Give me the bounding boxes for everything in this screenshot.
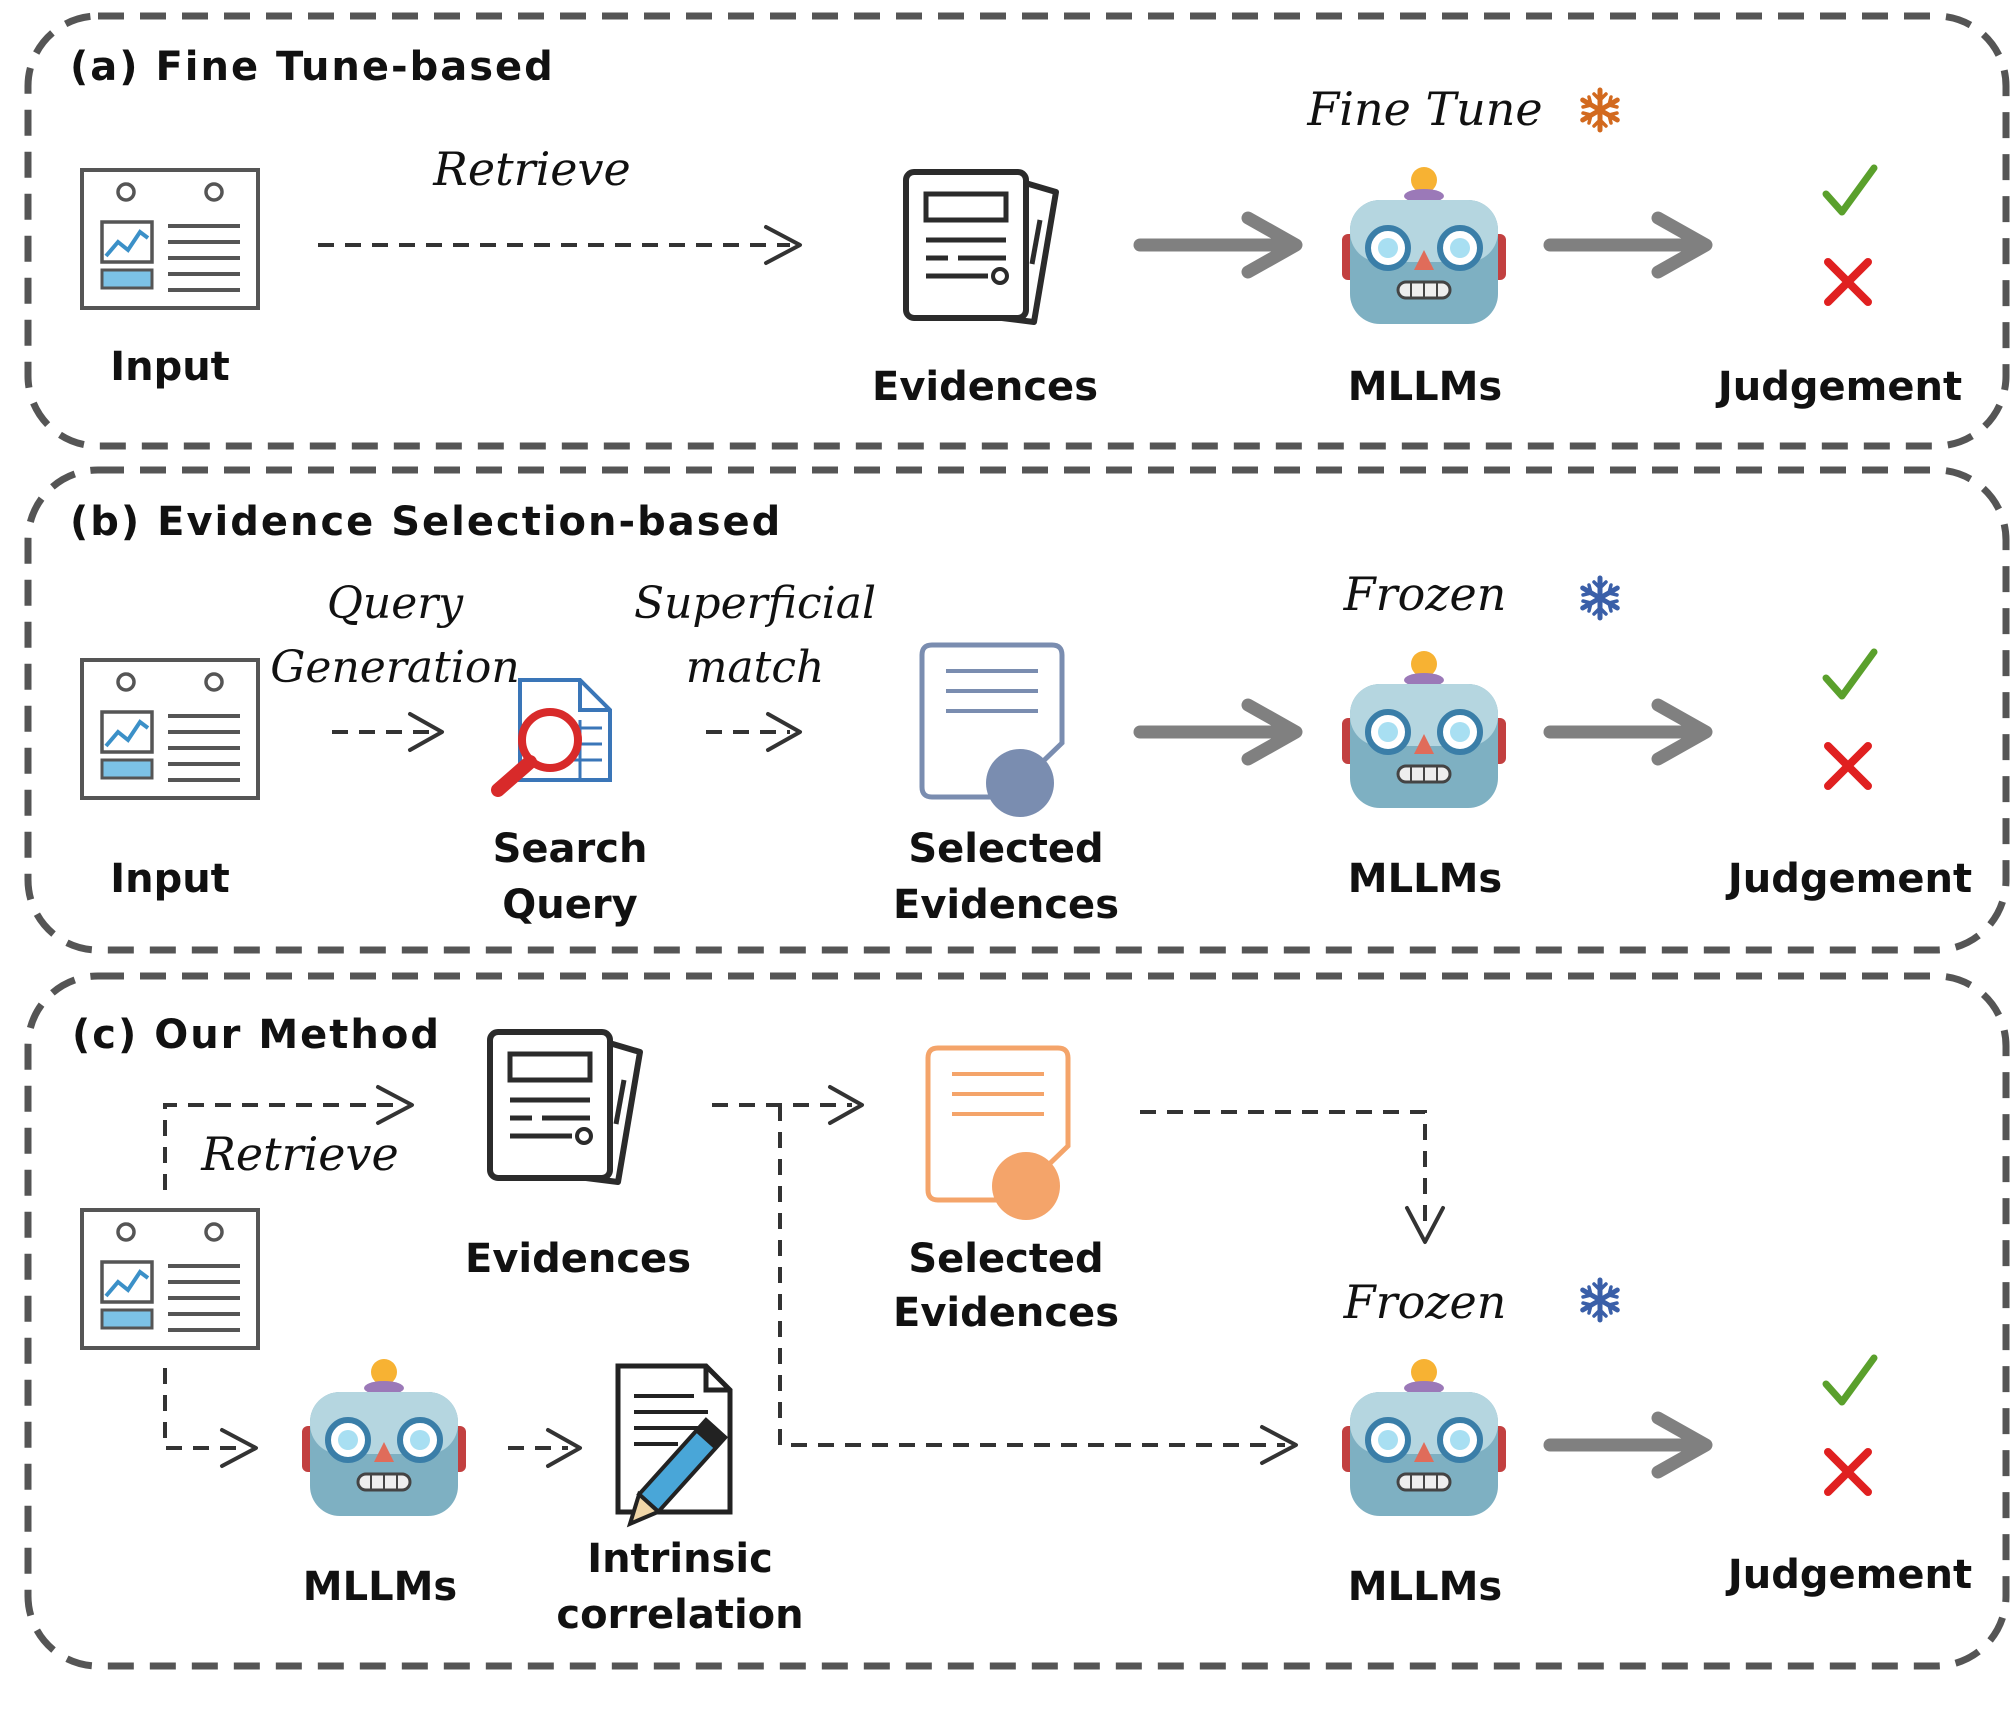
superficial-match-arrowhead [766,712,802,752]
judgement-label: Judgement [1725,856,1972,902]
mllms-label: MLLMs [1348,856,1502,902]
selected-evidences-line2: Evidences [893,1290,1119,1336]
evidences-to-mllms-arrow [778,1105,1285,1447]
check-icon [1826,168,1874,212]
evidences-to-mllms-arrowhead [1241,211,1303,279]
selected-evidences-line1: Selected [908,826,1103,872]
mllms-to-judgement-arrowhead [1651,211,1713,279]
evidences-icon [906,172,1056,322]
input-label: Input [110,856,230,902]
evidences-icon [490,1032,640,1182]
panel-b-border [24,466,2010,954]
check-icon [1826,1358,1874,1402]
input-document-icon [80,1208,260,1350]
robot-icon [302,1359,466,1516]
mllms-right-label: MLLMs [1348,1564,1502,1610]
intrinsic-correlation-line1: Intrinsic [587,1536,773,1582]
mllms-to-intrinsic-arrowhead [546,1428,582,1468]
mllms-label: MLLMs [1348,364,1502,410]
panel-a-title: (a) Fine Tune-based [70,44,555,90]
search-query-line2: Query [502,882,637,928]
input-label: Input [110,344,230,390]
panel-b-title: (b) Evidence Selection-based [70,499,782,545]
panel-b-evidence-selection-based: (b) Evidence Selection-based Input Query… [24,466,2010,954]
selected-to-mllms-arrowhead [1241,698,1303,766]
retrieve-label: Retrieve [432,142,630,196]
judgement-label: Judgement [1715,364,1962,410]
cross-icon [1828,262,1868,302]
selected-evidences-line1: Selected [908,1236,1103,1282]
panel-c-border [24,972,2010,1670]
panel-c-our-method: (c) Our Method Retrieve Evidences Select… [24,972,2010,1670]
selected-evidence-icon [928,1048,1068,1220]
intrinsic-correlation-icon [615,1363,733,1528]
snowflake-icon [1583,90,1618,130]
judgement-label: Judgement [1725,1552,1972,1598]
input-to-mllms-arrowhead [220,1428,258,1468]
fine-tune-label: Fine Tune [1306,82,1542,136]
robot-icon [1342,167,1506,324]
intrinsic-correlation-line2: correlation [556,1592,803,1638]
retrieve-label: Retrieve [200,1127,398,1181]
selected-to-mllms-arrowhead [1405,1206,1445,1244]
superficial-match-line2: match [686,642,825,693]
evidences-to-selected-arrowhead [828,1085,864,1125]
cross-icon [1828,746,1868,786]
evidences-label: Evidences [465,1236,691,1282]
selected-to-mllms-arrow [1140,1110,1427,1230]
search-query-icon [491,678,612,797]
cross-icon [1828,1452,1868,1492]
query-generation-arrowhead [408,712,444,752]
mllms-to-judgement-arrowhead [1651,698,1713,766]
superficial-match-line1: Superficial [634,578,876,629]
mllms-left-label: MLLMs [303,1564,457,1610]
evidences-to-mllms-arrowhead [1260,1425,1298,1465]
robot-icon [1342,1359,1506,1516]
input-document-icon [80,658,260,800]
snowflake-icon [1583,1280,1618,1320]
robot-icon [1342,651,1506,808]
query-generation-line1: Query [327,578,464,629]
panel-a-fine-tune-based: (a) Fine Tune-based Input Retrieve Evide… [24,12,2010,450]
query-generation-line2: Generation [270,642,519,693]
frozen-label: Frozen [1343,567,1507,621]
panel-c-title: (c) Our Method [72,1012,441,1058]
search-query-line1: Search [493,826,648,872]
snowflake-icon [1583,578,1618,618]
retrieve-arrowhead [764,225,802,265]
frozen-label: Frozen [1343,1275,1507,1329]
evidences-label: Evidences [872,364,1098,410]
input-to-evidences-arrowhead [376,1085,414,1125]
input-document-icon [80,168,260,310]
mllms-to-judgement-arrowhead [1651,1411,1713,1479]
input-to-evidences-arrow [163,1103,400,1190]
selected-evidence-icon [922,645,1062,817]
check-icon [1826,652,1874,696]
selected-evidences-line2: Evidences [893,882,1119,928]
